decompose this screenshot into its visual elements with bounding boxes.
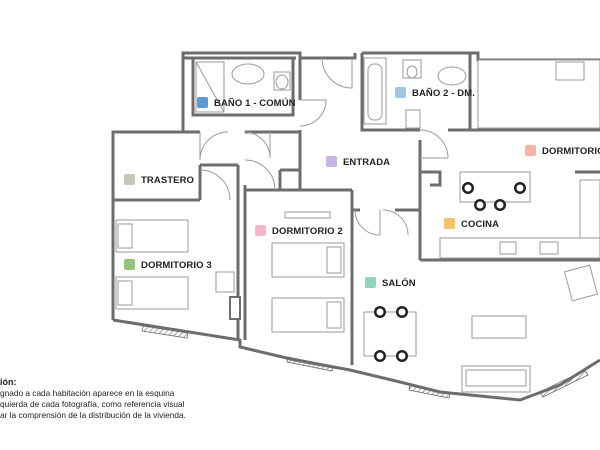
room-label-cocina: COCINA bbox=[461, 219, 499, 230]
color-swatch-dormitorio1 bbox=[525, 145, 536, 156]
doors bbox=[199, 57, 449, 236]
color-swatch-entrada bbox=[326, 156, 337, 167]
legend-line-1: gnado a cada habitación aparece en la es… bbox=[0, 388, 175, 398]
room-cocina: COCINA bbox=[444, 218, 499, 230]
room-label-salon: SALÓN bbox=[382, 277, 416, 289]
color-swatch-salon bbox=[365, 277, 376, 288]
furniture bbox=[115, 57, 600, 393]
room-entrada: ENTRADA bbox=[326, 156, 390, 168]
hatched-wall-segments bbox=[141, 325, 589, 399]
room-trastero: TRASTERO bbox=[124, 174, 194, 186]
room-salon: SALÓN bbox=[365, 277, 416, 289]
color-swatch-trastero bbox=[124, 174, 135, 185]
room-label-bano1: BAÑO 1 - COMÚN bbox=[214, 97, 296, 109]
room-bano2: BAÑO 2 - DM. bbox=[395, 87, 475, 99]
color-swatch-dormitorio2 bbox=[255, 225, 266, 236]
legend-title: ión: bbox=[0, 377, 17, 387]
room-label-trastero: TRASTERO bbox=[141, 175, 194, 186]
color-swatch-bano2 bbox=[395, 87, 406, 98]
legend-line-2: quierda de cada fotografía, como referen… bbox=[0, 399, 185, 409]
color-swatch-bano1 bbox=[197, 97, 208, 108]
legend-note: ión: gnado a cada habitación aparece en … bbox=[0, 377, 240, 421]
room-label-bano2: BAÑO 2 - DM. bbox=[412, 88, 475, 99]
room-label-dormitorio1: DORMITORIO P bbox=[542, 146, 600, 157]
color-swatch-dormitorio3 bbox=[124, 259, 135, 270]
room-label-dormitorio2: DORMITORIO 2 bbox=[272, 226, 343, 237]
room-label-entrada: ENTRADA bbox=[343, 157, 390, 168]
legend-line-3: ar la comprensión de la distribución de … bbox=[0, 410, 186, 420]
room-dormitorio3: DORMITORIO 3 bbox=[124, 259, 212, 271]
room-dormitorio2: DORMITORIO 2 bbox=[255, 225, 343, 237]
room-dormitorio1: DORMITORIO P bbox=[525, 145, 600, 157]
interior-walls bbox=[113, 53, 600, 365]
room-bano1: BAÑO 1 - COMÚN bbox=[197, 97, 296, 109]
color-swatch-cocina bbox=[444, 218, 455, 229]
room-label-dormitorio3: DORMITORIO 3 bbox=[141, 260, 212, 271]
